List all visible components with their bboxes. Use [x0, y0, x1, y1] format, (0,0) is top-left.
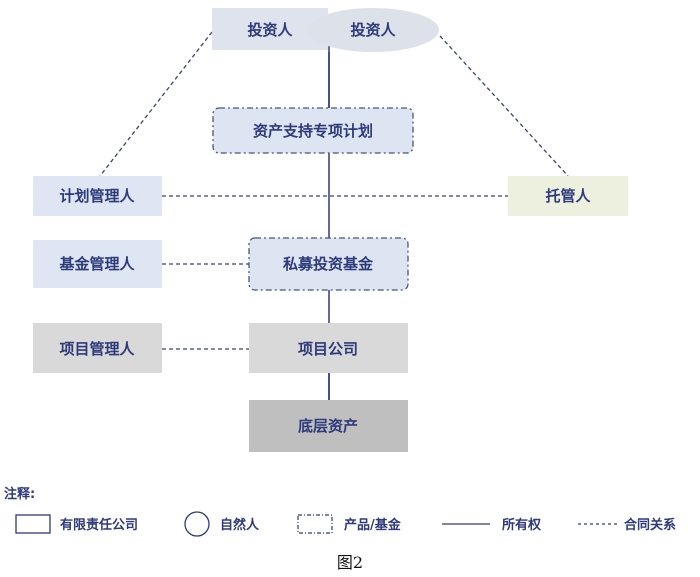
- legend-person: 自然人: [220, 517, 260, 533]
- label: 资产支持专项计划: [253, 122, 373, 140]
- label: 投资人: [247, 21, 293, 39]
- node-private-fund: 私募投资基金: [248, 237, 409, 291]
- label: 计划管理人: [59, 187, 135, 205]
- legend-company: 有限责任公司: [60, 517, 138, 533]
- node-plan-manager: 计划管理人: [33, 176, 162, 216]
- node-investor-person: 投资人: [307, 8, 439, 52]
- label: 投资人: [350, 21, 396, 39]
- figure-caption: 图2: [337, 553, 363, 572]
- label: 项目公司: [298, 340, 358, 358]
- node-abs-plan: 资产支持专项计划: [212, 107, 414, 154]
- label: 项目管理人: [59, 340, 135, 358]
- node-fund-manager: 基金管理人: [33, 240, 162, 288]
- node-project-manager: 项目管理人: [33, 323, 162, 373]
- contract-line-investor-planmanager: [99, 31, 213, 177]
- label: 底层资产: [298, 417, 358, 435]
- contract-line-investor-custodian: [439, 35, 569, 177]
- node-project-company: 项目公司: [249, 323, 408, 373]
- legend-product: 产品/基金: [344, 517, 402, 533]
- legend-title: 注释:: [4, 486, 35, 502]
- label: 托管人: [545, 187, 591, 205]
- legend-ownership: 所有权: [502, 517, 542, 533]
- node-underlying-assets: 底层资产: [249, 400, 408, 452]
- legend-contract: 合同关系: [624, 517, 676, 533]
- label: 私募投资基金: [282, 255, 374, 273]
- legend: 注释: 有限责任公司 自然人 产品/基金 所有权 合同关系: [4, 486, 676, 537]
- node-custodian: 托管人: [508, 176, 628, 216]
- label: 基金管理人: [58, 255, 135, 273]
